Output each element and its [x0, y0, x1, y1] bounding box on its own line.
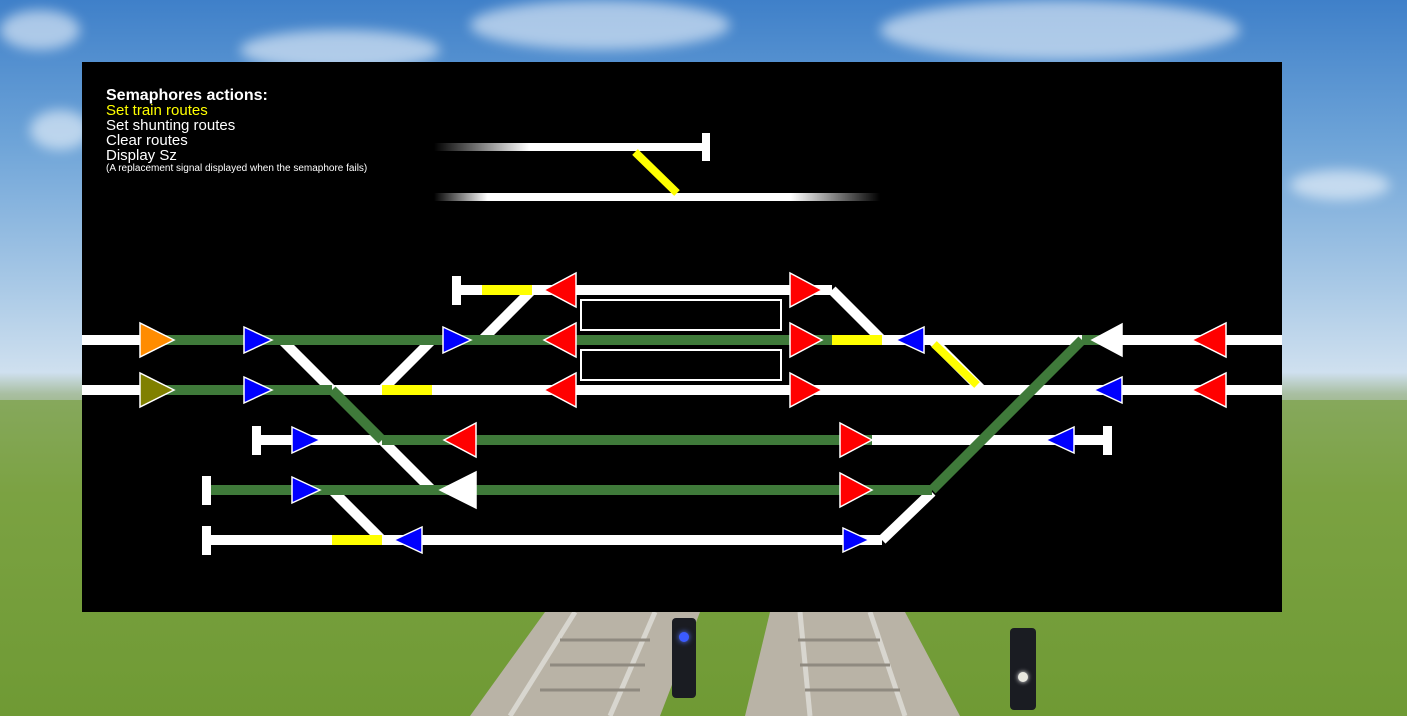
platform-2 [580, 349, 782, 381]
legend-set-train-routes[interactable]: Set train routes [106, 102, 208, 119]
signal-stop[interactable] [789, 321, 824, 359]
signal-white[interactable] [1090, 322, 1123, 358]
signal-entry-olive[interactable] [139, 371, 176, 409]
scene-signal-lamp [679, 632, 689, 642]
cloud [30, 110, 90, 150]
signal-stop[interactable] [789, 371, 824, 409]
cloud [1290, 170, 1390, 200]
signal-shunt[interactable] [842, 526, 871, 554]
signal-shunt[interactable] [291, 475, 322, 505]
track-diagram [82, 133, 1282, 555]
cloud [470, 0, 730, 50]
platforms [580, 299, 782, 381]
signal-shunt[interactable] [392, 525, 423, 555]
signal-entry-orange[interactable] [139, 321, 176, 359]
signal-stop[interactable] [442, 421, 477, 459]
signal-shunt[interactable] [894, 325, 925, 355]
semaphore-actions-legend: Semaphores actions: Set train routes Set… [106, 88, 367, 175]
cloud [880, 0, 1240, 60]
scene-signal-post-left [672, 618, 696, 698]
signal-shunt[interactable] [243, 325, 274, 355]
signal-stop[interactable] [542, 371, 577, 409]
buffer-stops [202, 276, 1112, 555]
legend-sz-note: (A replacement signal displayed when the… [106, 163, 368, 174]
signal-shunt[interactable] [1092, 375, 1123, 405]
platform-1 [580, 299, 782, 331]
signal-stop[interactable] [789, 271, 824, 309]
signal-stop[interactable] [839, 471, 874, 509]
legend-title: Semaphores actions: [106, 87, 268, 104]
legend-set-shunting-routes[interactable]: Set shunting routes [106, 117, 236, 134]
legend-display-sz[interactable]: Display Sz [106, 147, 177, 164]
legend-clear-routes[interactable]: Clear routes [106, 132, 188, 149]
signal-stop[interactable] [1190, 371, 1227, 409]
signal-shunt[interactable] [243, 375, 274, 405]
signal-shunt[interactable] [1044, 425, 1075, 455]
signals[interactable] [139, 271, 1227, 555]
signal-stop[interactable] [542, 321, 577, 359]
scene-signal-post-right [1010, 628, 1036, 710]
signal-control-panel: Semaphores actions: Set train routes Set… [82, 62, 1282, 612]
signal-stop[interactable] [1190, 321, 1227, 359]
signal-shunt[interactable] [291, 425, 322, 455]
scene-signal-lamp [1018, 672, 1028, 682]
legend-switch-example [434, 133, 880, 201]
signal-shunt[interactable] [442, 325, 473, 355]
cloud [0, 10, 80, 50]
signal-white[interactable] [438, 470, 477, 510]
signal-stop[interactable] [542, 271, 577, 309]
signal-stop[interactable] [839, 421, 874, 459]
active-switches [332, 285, 980, 545]
